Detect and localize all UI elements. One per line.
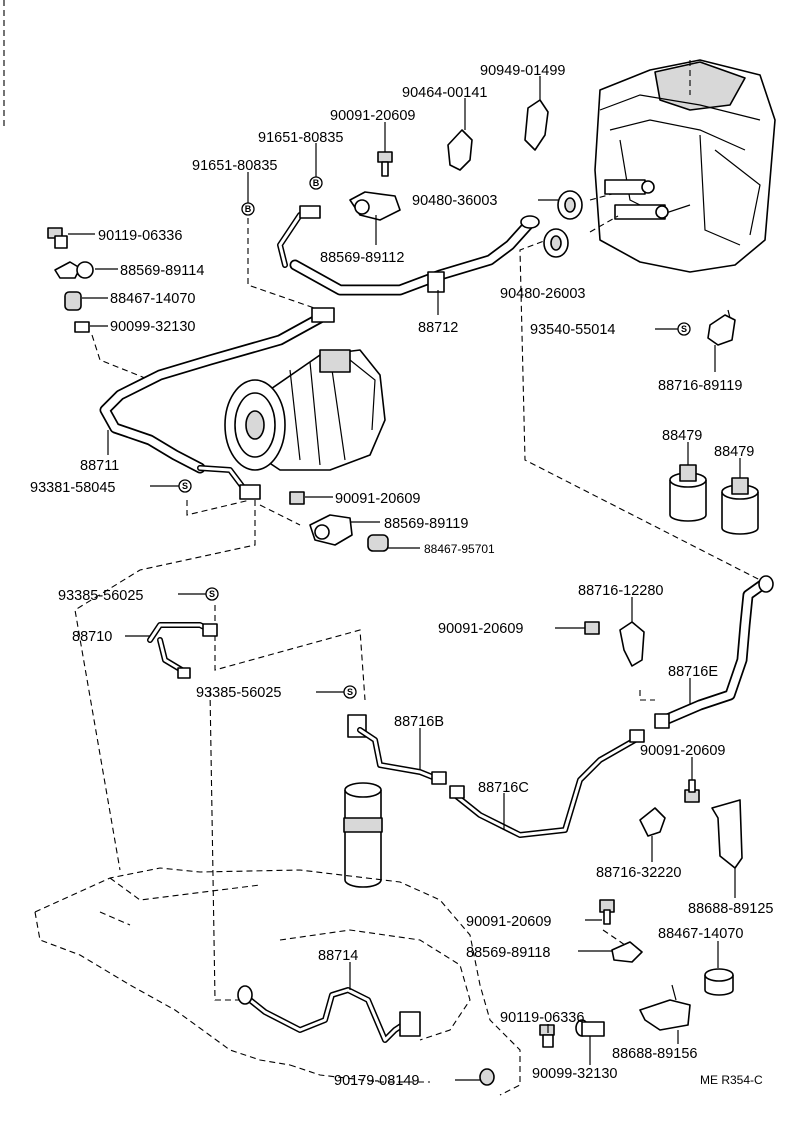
label-88716B: 88716B [394,714,444,730]
pipe-88716E [654,575,774,729]
label-88569-89114: 88569-89114 [120,263,204,279]
label-88712: 88712 [418,320,458,336]
clamp-88569-89119 [309,514,353,546]
bolt-90091-20609-low [599,899,615,925]
hose-88712 [277,205,540,296]
label-93540-55014: 93540-55014 [530,322,615,338]
bracket-88688-89125 [711,799,743,869]
svg-text:B: B [245,204,252,214]
label-88479-b: 88479 [714,444,754,460]
svg-text:S: S [209,589,215,599]
bracket-88716-32220 [639,807,666,837]
label-90179-08149: 90179-08149 [334,1073,419,1089]
label-88467-95701: 88467-95701 [424,542,495,556]
bolt-90091-20609-right [684,779,700,803]
clamp-88716-12280 [619,621,645,667]
clamp-88569-89114 [54,261,94,279]
grommet-90179-08149 [479,1068,495,1086]
hose-88711 [99,307,335,500]
symbol-s-93540: S [677,322,691,336]
label-93385-56025-a: 93385-56025 [58,588,143,604]
label-90119-06336-low: 90119-06336 [500,1010,584,1026]
svg-text:S: S [347,687,353,697]
label-90091-20609-top: 90091-20609 [330,108,415,124]
label-88688-89156: 88688-89156 [612,1046,697,1062]
label-88569-89119: 88569-89119 [384,516,468,532]
clamp-88569-89118 [611,941,643,963]
grommet-90480-36003 [557,190,583,220]
label-90091-20609-low: 90091-20609 [466,914,551,930]
pipe-88714 [237,985,421,1043]
label-88569-89112: 88569-89112 [320,250,404,266]
label-88716-32220: 88716-32220 [596,865,681,881]
pipe-88716B [357,727,447,785]
diagram-code: ME R354-C [700,1073,763,1087]
bolt-90091-20609-mid [289,491,305,505]
label-90480-36003: 90480-36003 [412,193,497,209]
label-93381-58045: 93381-58045 [30,480,115,496]
label-90464-00141: 90464-00141 [402,85,487,101]
ac-compressor [224,349,386,471]
bolt-90119-06336-low [539,1024,555,1048]
bolt-90119-06336 [47,227,68,249]
part-labels: 90949-01499 90464-00141 90091-20609 9165… [30,63,773,1089]
label-88710: 88710 [72,629,112,645]
bolt-90091-20609-top [377,151,393,177]
label-90091-20609-right: 90091-20609 [640,743,725,759]
symbol-s-93381: S [178,479,192,493]
symbol-b-2: B [309,176,323,190]
cooling-unit-housing [594,59,776,273]
svg-text:S: S [681,324,687,334]
label-91651-80835-a: 91651-80835 [258,130,343,146]
cushion-88479-b [721,477,759,535]
label-88569-89118: 88569-89118 [466,945,550,961]
symbol-s-93385-b: S [343,685,357,699]
label-90119-06336-top: 90119-06336 [98,228,182,244]
bolt-90099-32130-top [74,321,90,333]
label-90099-32130-top: 90099-32130 [110,319,195,335]
label-88479-a: 88479 [662,428,702,444]
label-90091-20609-clamp: 90091-20609 [438,621,523,637]
label-88467-14070-top: 88467-14070 [110,291,195,307]
leader-lines [68,76,741,1081]
svg-text:B: B [313,178,320,188]
cushion-88467-14070-top [64,291,82,311]
label-88467-14070-low: 88467-14070 [658,926,743,942]
bolt-90099-32130-low [575,1019,605,1037]
symbol-s-93385-a: S [205,587,219,601]
label-88716E: 88716E [668,664,718,680]
label-88688-89125: 88688-89125 [688,901,773,917]
label-91651-80835-b: 91651-80835 [192,158,277,174]
switch-88716-89119 [707,309,736,346]
leader-lines-dashed [74,193,761,1001]
pipe-88716C [449,729,645,838]
label-90480-26003: 90480-26003 [500,286,585,302]
label-88714: 88714 [318,948,358,964]
label-88716-12280: 88716-12280 [578,583,663,599]
label-93385-56025-b: 93385-56025 [196,685,281,701]
label-88711: 88711 [80,458,119,474]
bracket-90464-00141 [447,129,473,171]
clamp-88569-89112 [349,191,401,221]
label-90091-20609-mid: 90091-20609 [335,491,420,507]
cushion-88467-14070-low [704,968,734,996]
pipe-88710 [147,622,218,679]
bolt-90091-20609-clamp [584,621,600,635]
svg-text:S: S [182,481,188,491]
label-90099-32130-low: 90099-32130 [532,1066,617,1082]
grommet-90480-26003 [543,228,569,258]
receiver-dryer [343,714,383,888]
label-90949-01499: 90949-01499 [480,63,565,79]
body-floor-outline [34,867,521,1096]
label-88716C: 88716C [478,780,529,796]
cushion-88479-a [669,464,707,522]
bracket-90949-01499 [524,99,549,151]
bracket-88688-89156 [639,984,691,1031]
cushion-88467-95701 [367,534,389,552]
label-88716-89119: 88716-89119 [658,378,742,394]
symbol-b-1: B [241,202,255,216]
